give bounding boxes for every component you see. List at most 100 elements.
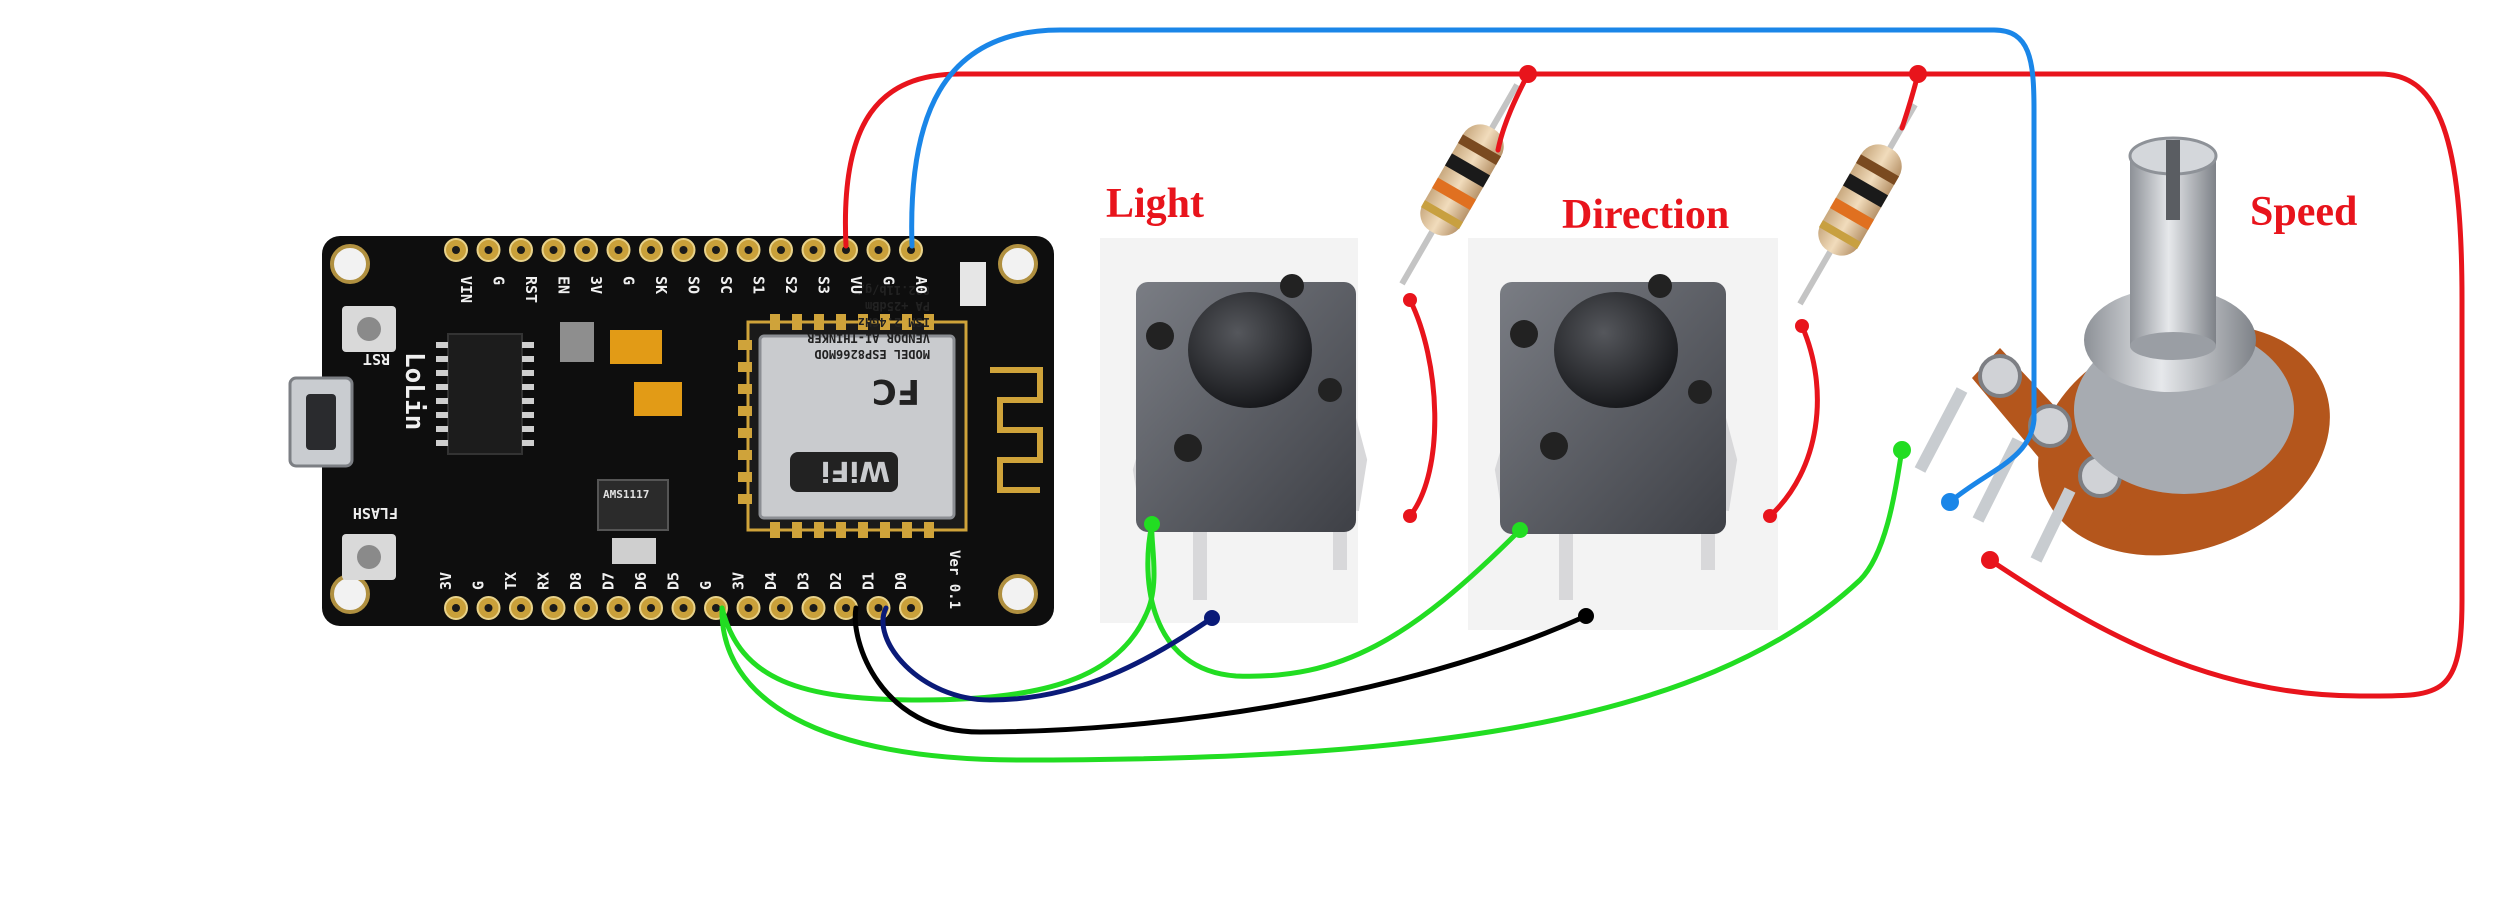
chip-leg xyxy=(436,342,448,348)
module-pad xyxy=(902,522,912,538)
label-light: Light xyxy=(1106,181,1204,227)
header-pin-hole xyxy=(452,604,460,612)
mount-hole xyxy=(998,244,1038,284)
module-pad xyxy=(792,522,802,538)
chip-leg xyxy=(522,356,534,362)
top-pin-label: 3V xyxy=(587,276,605,294)
button-rivet xyxy=(1688,380,1712,404)
junction-dot xyxy=(1763,509,1777,523)
chip-leg xyxy=(522,440,534,446)
header-pin-hole xyxy=(614,604,623,612)
top-pin-label: SO xyxy=(685,276,703,294)
version-label: Ver 0.1 xyxy=(946,550,962,609)
pot-pin xyxy=(2030,487,2076,563)
module-pad xyxy=(814,314,824,330)
wifi-antenna-icon xyxy=(990,367,1043,493)
header-pin-hole xyxy=(647,604,655,612)
top-pin-label: G xyxy=(880,276,898,285)
flash-button-label: FLASH xyxy=(353,504,398,522)
pot-pin xyxy=(1972,437,2024,523)
pot-pin xyxy=(1914,387,1968,473)
module-pad xyxy=(738,340,752,350)
header-pin-hole xyxy=(679,246,688,254)
header-pin-hole xyxy=(582,604,590,612)
module-pad xyxy=(770,314,780,330)
bottom-pin-label: RX xyxy=(535,572,553,590)
module-pad xyxy=(924,522,934,538)
chip-leg xyxy=(436,398,448,404)
button-rivet xyxy=(1318,378,1342,402)
module-pad xyxy=(738,494,752,504)
module-text-line: PA +25dBm xyxy=(865,299,930,313)
module-pad xyxy=(836,522,846,538)
chip-leg xyxy=(522,370,534,376)
header-pin-hole xyxy=(744,604,753,612)
bottom-pin-label: 3V xyxy=(730,572,748,590)
bottom-pin-label: D1 xyxy=(860,572,878,590)
light-push-button[interactable] xyxy=(1100,238,1368,623)
junction-dot xyxy=(1512,522,1528,538)
module-pad xyxy=(738,384,752,394)
module-pad xyxy=(858,522,868,538)
header-pin-hole xyxy=(549,246,558,254)
top-pin-label: EN xyxy=(555,276,573,294)
module-pad xyxy=(792,314,802,330)
chip-leg xyxy=(436,426,448,432)
bottom-pin-label: D8 xyxy=(567,572,585,590)
header-pin-hole xyxy=(484,604,493,612)
chip-leg xyxy=(436,412,448,418)
pot-shaft-slot xyxy=(2166,140,2180,220)
bottom-pin-label: D3 xyxy=(795,572,813,590)
wifi-badge: WiFi xyxy=(790,452,898,492)
junction-dot xyxy=(1941,493,1959,511)
pot-solder-lug xyxy=(1978,354,2022,398)
rst-button-label: RST xyxy=(363,350,390,368)
bottom-pin-label: D5 xyxy=(665,572,683,590)
header-pin-hole xyxy=(647,246,655,254)
usb-port-icon xyxy=(288,376,354,468)
direction-push-button[interactable] xyxy=(1468,238,1778,630)
header-pin-hole xyxy=(484,246,493,254)
junction-dot xyxy=(1578,608,1594,624)
button-rivet xyxy=(1540,432,1568,460)
junction-dot xyxy=(1519,65,1537,83)
module-text-line: VENDOR AI-THINKER xyxy=(806,331,930,345)
esp12-module: MODEL ESP8266MOD VENDOR AI-THINKER ISM 2… xyxy=(738,283,968,538)
wires xyxy=(719,27,2465,763)
header-pin-hole xyxy=(809,246,818,254)
header-pin-hole xyxy=(777,246,785,254)
reset-button[interactable] xyxy=(342,306,396,352)
button-cap xyxy=(1554,292,1678,408)
module-pad xyxy=(738,406,752,416)
button-rivet xyxy=(1648,274,1672,298)
module-pad xyxy=(924,314,934,330)
bottom-pin-label: D2 xyxy=(827,572,845,590)
wire-red-power-rail xyxy=(842,71,2465,699)
bottom-pin-label: D4 xyxy=(762,572,780,590)
wire-blue-a0 xyxy=(909,27,2037,505)
header-pin-hole xyxy=(679,604,688,612)
flash-button[interactable] xyxy=(342,534,396,580)
header-pin-hole xyxy=(874,604,883,612)
module-pad xyxy=(770,522,780,538)
bottom-pin-label: G xyxy=(697,581,715,590)
header-pin-hole xyxy=(907,604,915,612)
module-pad xyxy=(738,362,752,372)
header-pin-hole xyxy=(777,604,785,612)
crystal xyxy=(560,322,594,362)
module-pad xyxy=(738,428,752,438)
top-pin-label: G xyxy=(490,276,508,285)
module-text-line: 802.11b/g/n xyxy=(851,283,930,297)
wire-red-resistor-direction-lower xyxy=(1767,323,1820,519)
junction-dot xyxy=(1981,551,1999,569)
module-pad xyxy=(738,450,752,460)
mount-hole xyxy=(998,574,1038,614)
speed-potentiometer[interactable] xyxy=(1914,136,2363,595)
button-rivet xyxy=(1280,274,1304,298)
junction-dot xyxy=(1909,65,1927,83)
nodemcu-board: RST FLASH LoLin AMS1117 MODEL ESP8266M xyxy=(288,236,1054,626)
module-pad xyxy=(880,522,890,538)
junction-dot xyxy=(1144,516,1160,532)
